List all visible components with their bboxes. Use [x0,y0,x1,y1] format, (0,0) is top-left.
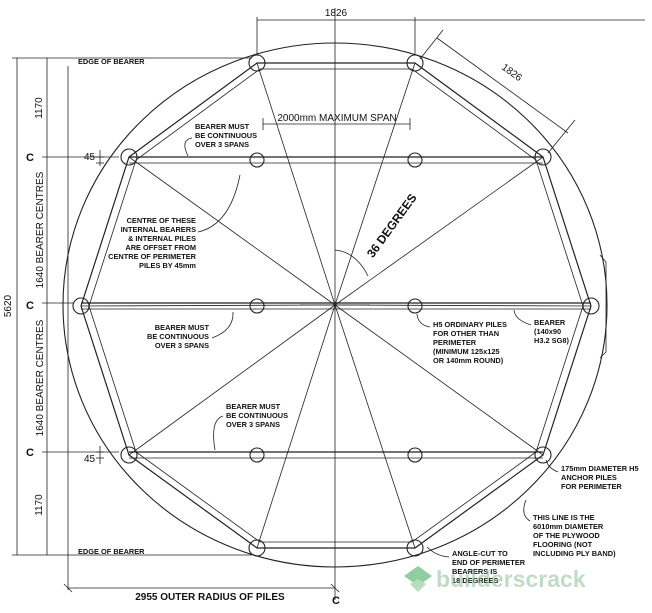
svg-text:END OF PERIMETER: END OF PERIMETER [452,558,526,567]
note-bearer-continuous-mid: BEARER MUST BE CONTINUOUS OVER 3 SPANS [147,311,234,350]
internal-bearers [81,156,591,459]
note-anchor-piles: 175mm DIAMETER H5 ANCHOR PILES FOR PERIM… [545,459,639,491]
svg-text:6010mm DIAMETER: 6010mm DIAMETER [533,522,604,531]
note-bearer-continuous-top: BEARER MUST BE CONTINUOUS OVER 3 SPANS [184,122,257,157]
note-bearer-spec: BEARER (140x90 H3.2 SG8) [513,309,569,345]
watermark-text: builderscrack [436,566,586,592]
svg-text:OR 140mm ROUND): OR 140mm ROUND) [433,356,504,365]
svg-text:(140x90: (140x90 [534,327,561,336]
angle-text: 36 DEGREES [364,191,420,260]
svg-text:BEARER MUST: BEARER MUST [195,122,250,131]
note-plywood-line: THIS LINE IS THE 6010mm DIAMETER OF THE … [523,499,616,558]
note-ordinary-piles: H5 ORDINARY PILES FOR OTHER THAN PERIMET… [416,313,507,365]
svg-text:CENTRE OF PERIMETER: CENTRE OF PERIMETER [108,252,197,261]
edge-of-bearer-bottom: EDGE OF BEARER [78,547,145,556]
svg-text:FOR OTHER THAN: FOR OTHER THAN [433,329,499,338]
svg-text:THIS LINE IS THE: THIS LINE IS THE [533,513,595,522]
edge-of-bearer-top: EDGE OF BEARER [78,57,145,66]
radius-dimension [63,583,340,593]
svg-text:CENTRE OF THESE: CENTRE OF THESE [127,216,196,225]
left-dimensions [12,57,252,590]
svg-text:OVER 3 SPANS: OVER 3 SPANS [155,341,209,350]
svg-text:BEARER MUST: BEARER MUST [155,323,210,332]
svg-text:BE CONTINUOUS: BE CONTINUOUS [147,332,209,341]
lower-bearer-centres-text: 1640 BEARER CENTRES [35,319,46,436]
svg-text:BE CONTINUOUS: BE CONTINUOUS [226,411,288,420]
circle-notch [599,254,607,359]
bottom-margin-text: 1170 [34,494,45,516]
max-span-dimension [262,118,411,130]
outer-radius-text: 2955 OUTER RADIUS OF PILES [135,592,285,603]
svg-text:ARE OFFSET FROM: ARE OFFSET FROM [125,243,196,252]
c-marker-middle: C [26,300,34,312]
svg-text:(MINIMUM 125x125: (MINIMUM 125x125 [433,347,500,356]
diagonal-dimension [419,29,576,154]
top-dimension [256,17,645,55]
top-margin-text: 1170 [34,97,45,119]
perimeter-bearer-inner [88,68,584,543]
svg-text:BE CONTINUOUS: BE CONTINUOUS [195,131,257,140]
internal-ordinary-piles [249,152,423,463]
svg-text:& INTERNAL PILES: & INTERNAL PILES [128,234,196,243]
overall-height-text: 5620 [3,294,14,317]
radial-lines [80,8,592,600]
c-marker-bottom: C [332,595,340,607]
svg-text:INCLUDING PLY BAND): INCLUDING PLY BAND) [533,549,616,558]
watermark-icon [404,566,432,586]
diagonal-spacing-text: 1826 [499,62,524,84]
svg-text:FOR PERIMETER: FOR PERIMETER [561,482,622,491]
svg-text:18 DEGREES: 18 DEGREES [452,576,498,585]
top-spacing-text: 1826 [325,8,348,19]
angle-arc [334,249,369,277]
svg-text:PILES BY 45mm: PILES BY 45mm [139,261,196,270]
offset-ticks [96,150,104,464]
note-centre-offset: CENTRE OF THESE INTERNAL BEARERS & INTER… [108,174,241,270]
note-angle-cut: ANGLE-CUT TO END OF PERIMETER BEARERS IS… [426,546,526,585]
svg-text:175mm DIAMETER H5: 175mm DIAMETER H5 [561,464,639,473]
svg-text:INTERNAL BEARERS: INTERNAL BEARERS [121,225,196,234]
note-bearer-continuous-low: BEARER MUST BE CONTINUOUS OVER 3 SPANS [213,402,288,451]
svg-text:OF THE PLYWOOD: OF THE PLYWOOD [533,531,600,540]
svg-text:ANCHOR PILES: ANCHOR PILES [561,473,617,482]
svg-text:BEARER MUST: BEARER MUST [226,402,281,411]
watermark-logo: builderscrack [404,566,586,592]
svg-text:OVER 3 SPANS: OVER 3 SPANS [226,420,280,429]
offset-top-text: 45 [84,152,96,163]
svg-text:H5 ORDINARY PILES: H5 ORDINARY PILES [433,320,507,329]
svg-text:ANGLE-CUT TO: ANGLE-CUT TO [452,549,508,558]
svg-text:BEARER: BEARER [534,318,566,327]
upper-bearer-centres-text: 1640 BEARER CENTRES [35,171,46,288]
svg-text:H3.2 SG8): H3.2 SG8) [534,336,569,345]
svg-text:PERIMETER: PERIMETER [433,338,477,347]
svg-text:BEARERS IS: BEARERS IS [452,567,497,576]
svg-text:FLOORING (NOT: FLOORING (NOT [533,540,593,549]
c-marker-upper: C [26,152,34,164]
max-span-text: 2000mm MAXIMUM SPAN [277,113,396,124]
offset-bottom-text: 45 [84,454,96,465]
svg-text:OVER 3 SPANS: OVER 3 SPANS [195,140,249,149]
c-marker-lower: C [26,447,34,459]
